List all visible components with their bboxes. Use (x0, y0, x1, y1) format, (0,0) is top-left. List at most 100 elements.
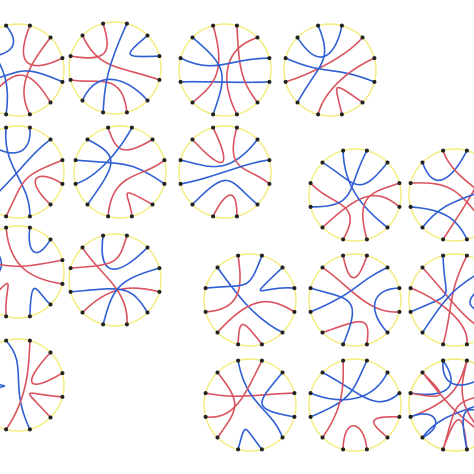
pin-marker (190, 202, 195, 207)
pin-marker (295, 100, 300, 105)
pin-marker (408, 391, 413, 396)
pin-marker (203, 309, 208, 314)
knot-tile[interactable] (0, 125, 65, 219)
pin-marker (60, 394, 65, 399)
pin-marker (308, 204, 313, 209)
knot-path (191, 36, 223, 116)
pin-marker (308, 391, 313, 396)
knot-path (342, 254, 368, 279)
pin-marker (320, 265, 325, 270)
pin-marker (364, 253, 369, 258)
knot-tile[interactable] (408, 148, 474, 242)
pin-marker (27, 112, 32, 117)
knot-path (28, 226, 52, 254)
pin-marker (190, 100, 195, 105)
knot-tile[interactable] (408, 253, 474, 347)
pin-marker (385, 435, 390, 440)
knot-path (409, 182, 474, 212)
pin-marker (320, 160, 325, 165)
pin-marker (48, 137, 53, 142)
knot-path (259, 266, 296, 292)
pin-marker (360, 100, 365, 105)
knot-tile[interactable] (308, 253, 402, 347)
pin-marker (236, 342, 241, 347)
pin-marker (27, 225, 32, 230)
knot-tile[interactable] (178, 23, 272, 117)
pin-marker (48, 302, 53, 307)
pin-marker (60, 281, 65, 286)
pin-marker (150, 202, 155, 207)
knot-path (5, 226, 64, 285)
knot-tile[interactable] (283, 23, 377, 117)
knot-tile[interactable] (0, 23, 65, 117)
knot-tile[interactable] (73, 125, 167, 219)
knot-tile[interactable] (308, 148, 402, 242)
knot-path (284, 36, 364, 83)
knot-path (191, 126, 225, 164)
pin-marker (4, 125, 9, 130)
knot-path (129, 34, 161, 58)
pin-marker (80, 33, 85, 38)
pin-marker (320, 225, 325, 230)
knot-tile[interactable] (178, 125, 272, 219)
pin-marker (60, 371, 65, 376)
pin-marker (60, 79, 65, 84)
pin-marker (157, 77, 162, 82)
knot-path (107, 126, 154, 151)
knot-tile[interactable] (68, 21, 162, 115)
tile-rim (308, 358, 402, 452)
knot-path (216, 300, 296, 334)
pin-marker (80, 98, 85, 103)
pin-marker (211, 23, 216, 28)
knot-tile[interactable] (0, 225, 65, 319)
knot-path (0, 70, 64, 83)
knot-tile[interactable] (408, 358, 474, 452)
knot-path (309, 359, 368, 418)
pin-marker (129, 214, 134, 219)
pin-marker (178, 158, 183, 163)
pin-marker (408, 414, 413, 419)
pin-marker (203, 414, 208, 419)
knot-tile[interactable] (0, 338, 65, 432)
pin-marker (385, 370, 390, 375)
knot-path (81, 246, 128, 326)
pin-marker (101, 322, 106, 327)
knot-path (342, 149, 389, 229)
pin-marker (4, 23, 9, 28)
pin-marker (85, 137, 90, 142)
tile-rim (308, 148, 402, 242)
pin-marker (4, 427, 9, 432)
knot-path (23, 36, 52, 116)
pin-marker (316, 112, 321, 117)
knot-path (22, 24, 64, 67)
knot-path (309, 149, 368, 208)
tile-rim (203, 253, 297, 347)
knot-tile[interactable] (203, 358, 297, 452)
knot-path (5, 339, 31, 431)
pin-marker (4, 338, 9, 343)
pin-marker (4, 225, 9, 230)
pin-marker (162, 181, 167, 186)
knot-tile[interactable] (68, 233, 162, 327)
knot-path (0, 62, 9, 116)
knot-path (373, 287, 401, 334)
knot-path (442, 188, 474, 241)
pin-marker (408, 309, 413, 314)
pin-marker (236, 447, 241, 452)
knot-path (179, 57, 271, 67)
pin-marker (464, 237, 469, 242)
pin-marker (341, 148, 346, 153)
pin-marker (48, 350, 53, 355)
knot-path (421, 193, 474, 229)
knot-tile[interactable] (308, 358, 402, 452)
knot-path (69, 234, 128, 269)
pin-marker (320, 435, 325, 440)
pin-marker (157, 54, 162, 59)
tile-rim (0, 125, 65, 219)
knot-tile[interactable] (203, 253, 297, 347)
knot-path (237, 428, 263, 451)
pin-marker (129, 125, 134, 130)
pin-marker (259, 358, 264, 363)
pin-marker (308, 286, 313, 291)
